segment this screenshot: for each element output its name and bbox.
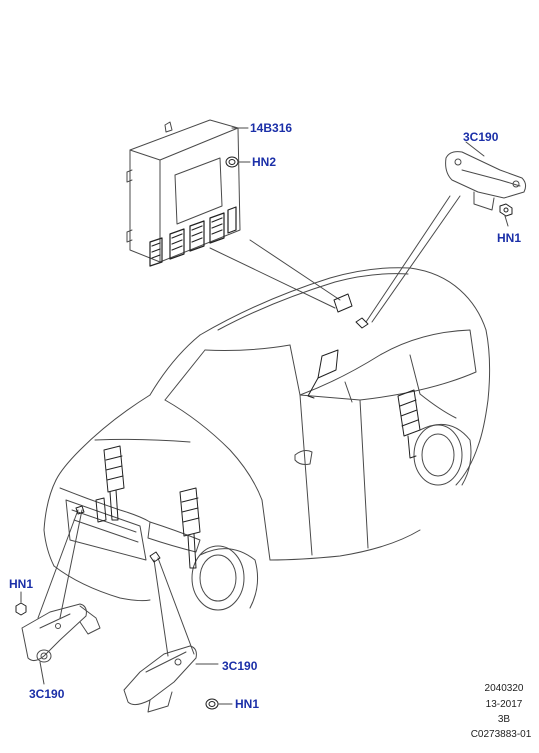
callout-sensor-front-left[interactable]: 3C190 [29,687,65,701]
nut-icon [499,203,513,217]
vehicle-outline-icon [43,267,491,611]
nut-icon [15,602,27,616]
reference-image: C0273883-01 [470,729,532,740]
reference-date: 13-2017 [485,699,523,710]
callout-sensor-rear[interactable]: 3C190 [463,130,499,144]
reference-code: 2040320 [484,683,524,694]
control-module-icon [126,119,241,267]
callout-module[interactable]: 14B316 [250,121,293,135]
height-sensor-icon [21,603,101,663]
reference-rev: 3B [497,714,511,725]
callout-sensor-rear-fastener[interactable]: HN1 [497,231,522,245]
callout-sensor-front-right-fastener[interactable]: HN1 [235,697,260,711]
callout-module-fastener[interactable]: HN2 [252,155,277,169]
height-sensor-icon [123,645,197,713]
height-sensor-icon [445,151,527,211]
callout-sensor-front-left-fastener[interactable]: HN1 [9,577,34,591]
air-strut-icon [95,349,421,569]
callout-sensor-front-right[interactable]: 3C190 [222,659,258,673]
bolt-icon [225,156,239,168]
bolt-icon [205,698,219,710]
